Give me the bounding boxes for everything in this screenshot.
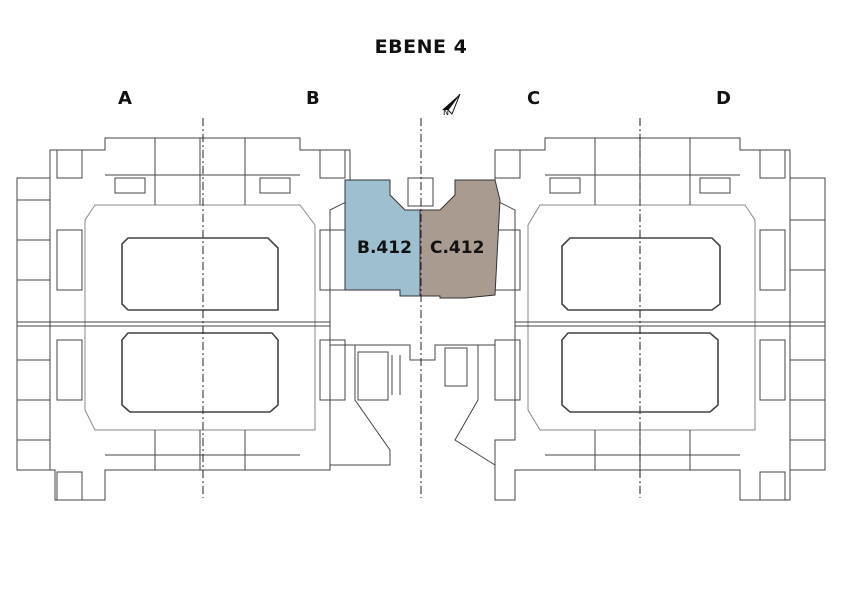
wing-label-c: C <box>527 88 541 109</box>
wing-label-d: D <box>716 88 731 109</box>
floor-title: EBENE 4 <box>374 36 468 58</box>
unit-c412-area[interactable] <box>419 179 501 299</box>
right-building <box>454 137 826 501</box>
left-building <box>16 137 391 501</box>
central-connector <box>355 177 478 401</box>
wing-label-a: A <box>118 88 132 109</box>
unit-label-b412: B.412 <box>357 238 412 258</box>
north-label: N <box>443 108 449 117</box>
wing-label-b: B <box>306 88 320 109</box>
north-arrow-icon <box>442 93 461 115</box>
unit-label-c412: C.412 <box>430 238 485 258</box>
axis-lines <box>202 118 641 498</box>
